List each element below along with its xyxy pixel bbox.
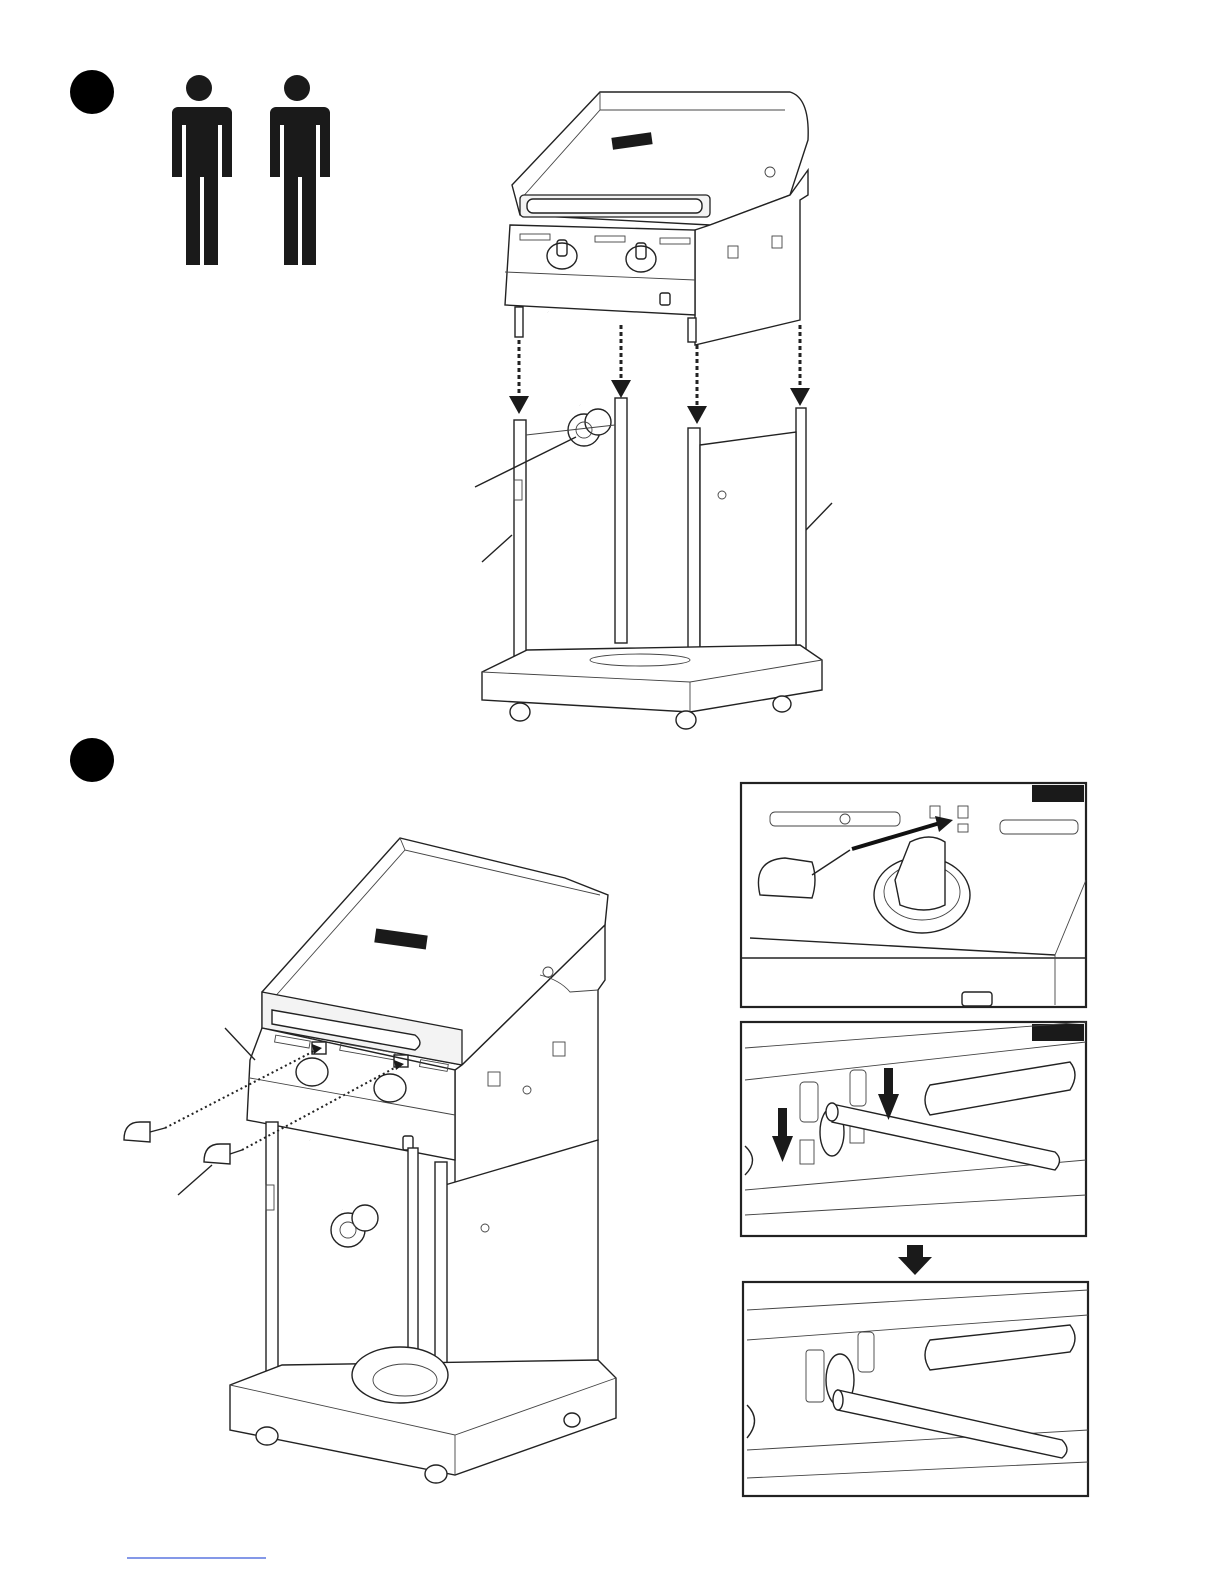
grill-illustration [124, 838, 616, 1483]
knob-icon [124, 1122, 165, 1142]
person-icon [270, 75, 330, 265]
detail-view-knob-install [741, 783, 1086, 1007]
grill-illustration [475, 92, 832, 729]
down-arrow-icon [509, 380, 810, 424]
person-icon [172, 75, 232, 265]
knob-icon [204, 1144, 242, 1164]
detail-view-pin-after [743, 1282, 1088, 1496]
step-2-marker [70, 738, 114, 782]
two-person-icon [172, 75, 330, 265]
down-arrow-icon [898, 1245, 932, 1275]
step-1-marker [70, 70, 114, 114]
detail-view-pin-before [741, 1022, 1086, 1236]
